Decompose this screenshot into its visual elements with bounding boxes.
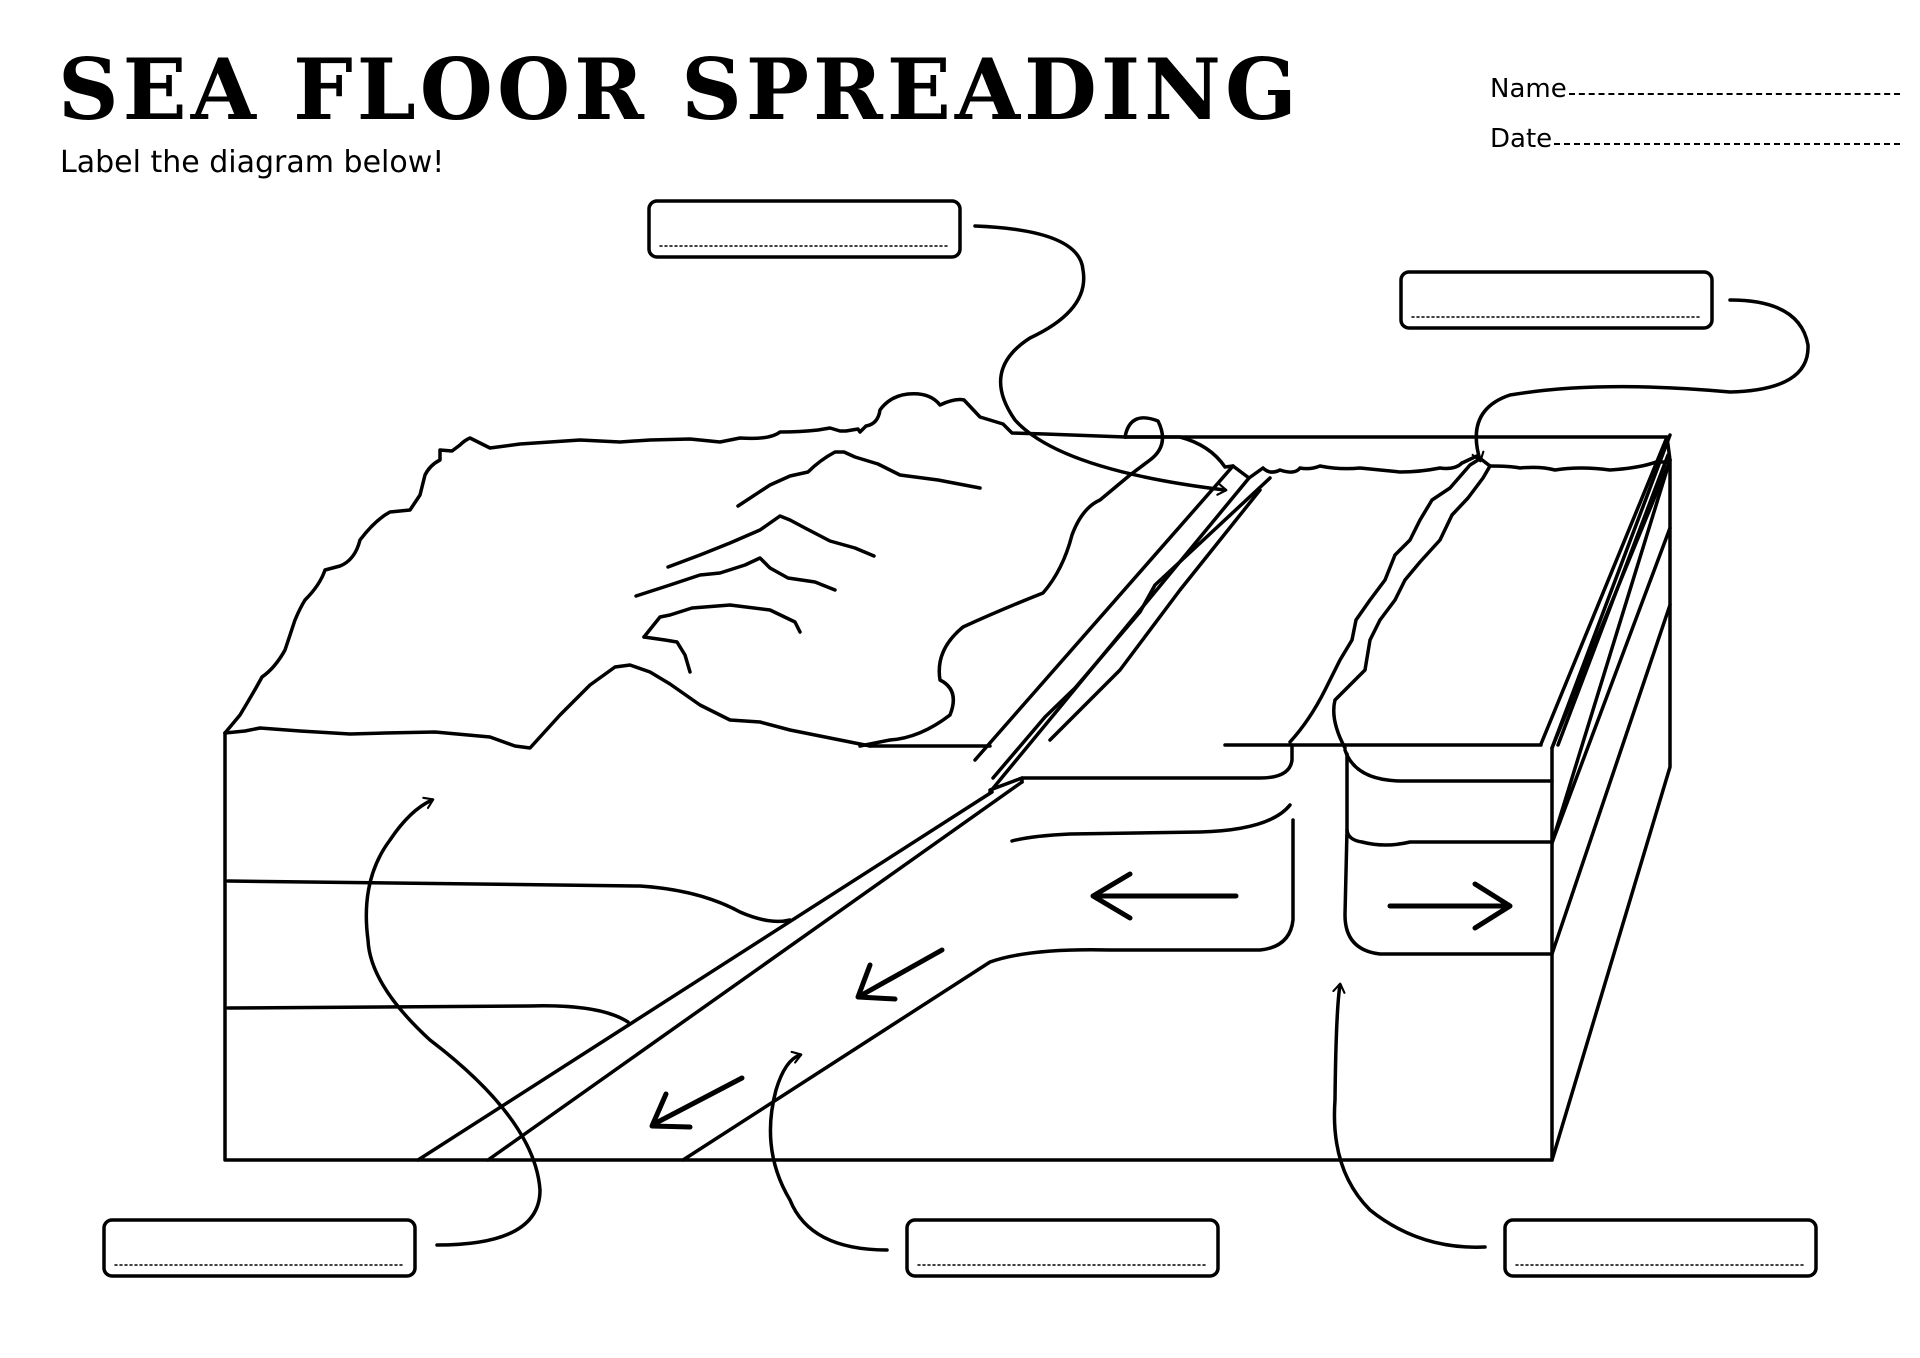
worksheet-title: SEA FLOOR SPREADING (58, 40, 1301, 139)
subducting-plate (416, 743, 1295, 1162)
pointer-bottom-center (768, 1050, 889, 1252)
label-box-bottom-left[interactable] (102, 1218, 417, 1278)
continent-surface (223, 391, 1669, 750)
arrow-subduction-lower (649, 1075, 745, 1130)
plate-motion-arrows (649, 871, 1513, 1130)
continental-layers (226, 879, 792, 1024)
arrow-subduction-upper (855, 947, 945, 1002)
arrow-left-plate-motion (1090, 871, 1239, 921)
date-line[interactable] (1554, 143, 1900, 145)
name-label: Name (1490, 74, 1567, 104)
label-pointers (364, 224, 1810, 1252)
name-field[interactable]: Name (1490, 64, 1900, 104)
pointer-top-center (973, 224, 1228, 496)
worksheet-subtitle: Label the diagram below! (60, 145, 445, 180)
label-box-bottom-right[interactable] (1503, 1218, 1818, 1278)
label-box-top-center[interactable] (647, 199, 962, 259)
right-plate-layers (1343, 433, 1672, 956)
ocean-trench-walls (973, 464, 1272, 794)
crust-block-outline (223, 435, 1672, 1162)
pointer-bottom-right (1332, 982, 1487, 1249)
label-boxes (102, 199, 1818, 1278)
pointer-top-right (1471, 298, 1810, 463)
date-label: Date (1490, 124, 1553, 154)
label-box-bottom-center[interactable] (905, 1218, 1220, 1278)
name-line[interactable] (1568, 93, 1900, 95)
date-field[interactable]: Date (1490, 114, 1900, 154)
pointer-bottom-left (364, 796, 542, 1247)
mid-ocean-ridge (1288, 454, 1492, 750)
mountain-ridges (634, 450, 982, 674)
arrow-right-plate-motion (1387, 881, 1513, 931)
label-box-top-right[interactable] (1399, 270, 1714, 330)
